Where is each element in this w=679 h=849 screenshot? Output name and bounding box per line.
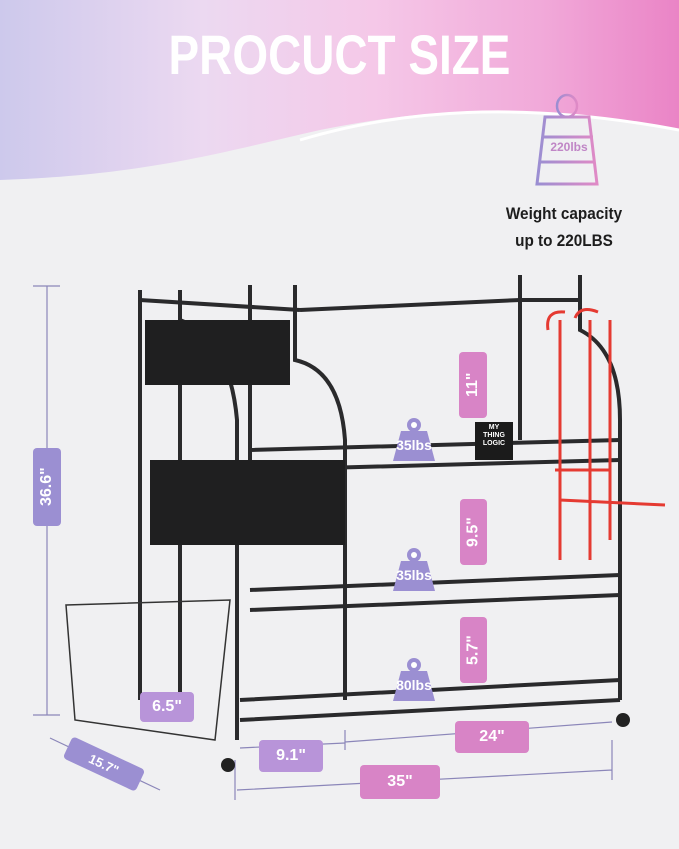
shelf-gap-bottom-badge: 5.7" <box>460 617 487 683</box>
shelf-load-bottom: 80lbs <box>391 657 437 703</box>
weight-icon <box>393 418 435 461</box>
weight-icon <box>393 658 435 701</box>
weight-capacity-caption: Weight capacity up to 220LBS <box>488 200 639 254</box>
basket-width-badge: 9.1" <box>259 740 323 772</box>
shelf-width-badge: 24" <box>455 721 529 753</box>
shelf-load-top: 35lbs <box>391 417 437 463</box>
brand-line-1: MY <box>488 424 500 431</box>
shelf-width-value: 24" <box>479 728 505 745</box>
basket-height-badge: 6.5" <box>140 692 194 722</box>
total-width-value: 35" <box>387 773 413 790</box>
caption-line-1: Weight capacity <box>505 204 623 223</box>
height-dimension-badge: 36.6" <box>33 448 61 526</box>
shelf-load-middle: 35lbs <box>391 547 437 593</box>
brand-line-3: LOGIC <box>482 440 506 447</box>
brand-line-2: THING <box>483 432 505 439</box>
shelf-gap-top-value: 11" <box>464 372 481 398</box>
shelf-load-label: 35lbs <box>396 567 432 583</box>
basket-width-value: 9.1" <box>276 747 306 764</box>
shelf-gap-bottom-value: 5.7" <box>464 635 482 665</box>
header-wave <box>0 110 679 200</box>
basket-height-value: 6.5" <box>152 698 182 715</box>
shelf-load-label: 80lbs <box>396 677 432 693</box>
shelf-gap-middle-badge: 9.5" <box>460 499 487 565</box>
weight-capacity-label: 220lbs <box>550 140 588 154</box>
shelf-gap-top-badge: 11" <box>459 352 487 418</box>
caption-line-2: up to 220LBS <box>515 231 613 250</box>
weight-icon <box>393 548 435 591</box>
shelf-gap-middle-value: 9.5" <box>464 517 482 547</box>
page-title: PROCUCT SIZE <box>168 23 511 86</box>
kettlebell-weight-icon <box>535 93 599 186</box>
shelf-load-label: 35lbs <box>396 437 432 453</box>
height-value: 36.6" <box>38 467 55 507</box>
total-width-badge: 35" <box>360 765 440 799</box>
